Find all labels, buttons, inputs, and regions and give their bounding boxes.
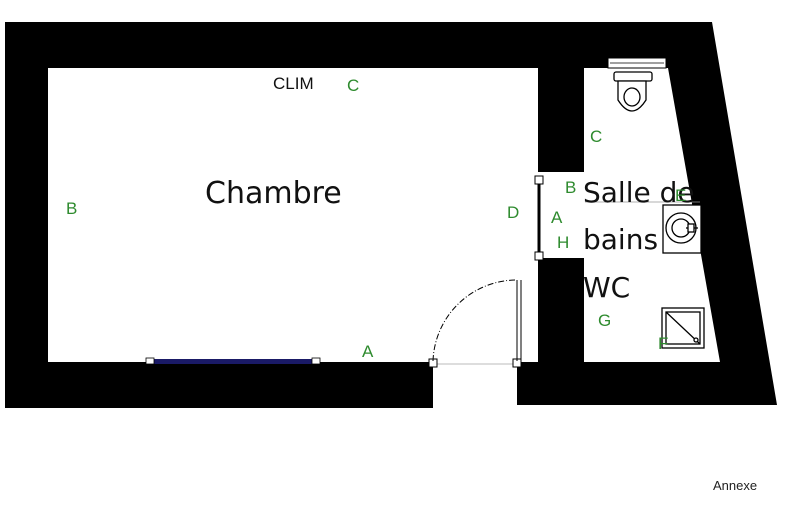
- window-bottom-end-left: [145, 357, 155, 365]
- partition-jamb-top: [534, 175, 544, 185]
- room-title-sdb-line3: WC: [583, 271, 630, 304]
- marker-sdb-b: B: [565, 178, 576, 197]
- walls: [5, 22, 777, 408]
- marker-sdb-f: F: [658, 334, 668, 353]
- window-bottom: [148, 359, 318, 364]
- marker-sdb-h: H: [557, 233, 569, 252]
- marker-sdb-g: G: [598, 311, 611, 330]
- marker-chambre-a: A: [362, 342, 374, 361]
- marker-sdb-e: E: [675, 186, 686, 205]
- shower-tray-icon: [661, 307, 705, 349]
- partition-door-gap: [537, 172, 585, 258]
- window-bottom-end-right: [311, 357, 321, 365]
- door-swing-arc: [432, 279, 516, 362]
- marker-chambre-c: C: [347, 76, 359, 95]
- washbasin-icon: [662, 204, 702, 254]
- clim-label: CLIM: [273, 74, 314, 93]
- room-title-sdb-line2: bains: [583, 223, 658, 256]
- marker-chambre-d: D: [507, 203, 519, 222]
- entrance-gap: [433, 362, 517, 364]
- partition-jamb-bottom: [534, 251, 544, 261]
- annexe-caption: Annexe: [713, 478, 757, 493]
- room-title-chambre: Chambre: [205, 176, 342, 211]
- room-title-sdb-line1: Salle de: [583, 176, 695, 209]
- marker-sdb-a: A: [551, 208, 563, 227]
- marker-sdb-c: C: [590, 127, 602, 146]
- marker-chambre-b: B: [66, 199, 77, 218]
- toilet-icon: [613, 71, 653, 112]
